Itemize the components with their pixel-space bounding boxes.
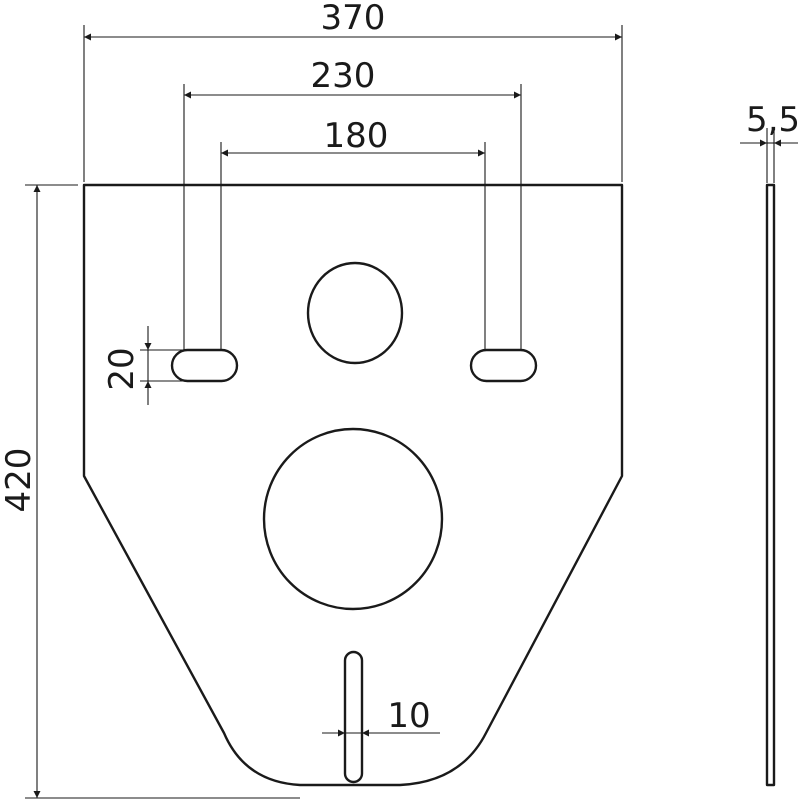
left-mounting-slot — [170, 348, 239, 383]
thickness-label: 5,5 — [746, 100, 798, 140]
plate-outline — [82, 183, 624, 787]
dimension-overall-height: 420 — [0, 184, 300, 799]
dimension-thickness: 5,5 — [740, 100, 798, 183]
right-mounting-slot — [469, 348, 538, 383]
bottom-slot-width-label: 10 — [387, 696, 430, 736]
dimension-overall-width: 370 — [83, 0, 623, 182]
dimension-slot-height: 20 — [102, 326, 186, 405]
bolt-inner-spacing-label: 180 — [324, 116, 389, 156]
dimension-bottom-slot-width: 10 — [322, 696, 440, 737]
overall-width-label: 370 — [321, 0, 386, 38]
bottom-vertical-slot — [343, 650, 364, 784]
bolt-outer-spacing-label: 230 — [311, 56, 376, 96]
lower-oval-hole — [262, 427, 444, 611]
plate-side-view — [765, 183, 776, 787]
dimension-bolt-outer-spacing: 230 — [183, 56, 522, 350]
side-profile — [765, 183, 776, 787]
upper-oval-hole — [306, 261, 404, 365]
overall-height-label: 420 — [0, 448, 39, 513]
dimension-bolt-inner-spacing: 180 — [220, 116, 486, 350]
slot-height-label: 20 — [102, 347, 142, 390]
plate-front-view — [82, 183, 624, 787]
